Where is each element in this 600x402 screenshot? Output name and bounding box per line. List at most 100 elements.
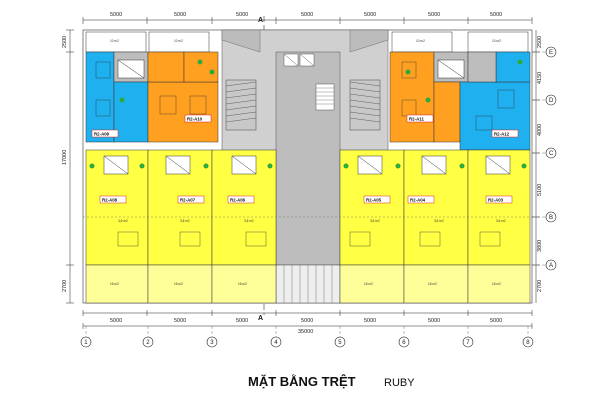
dim-top-2: 5000 [174, 12, 186, 18]
unit-label-a05: R2-A05 [366, 198, 382, 203]
unit-label-a09: R2-A09 [94, 132, 110, 137]
unit-a12-core [467, 51, 497, 83]
unit-a12-top [495, 51, 531, 83]
top-dim-labels: 5000 5000 5000 5000 5000 5000 5000 [110, 12, 502, 18]
dim-bottom-6: 5000 [428, 318, 440, 324]
unit-a09-right-part [113, 81, 149, 143]
col-label-1: 1 [84, 340, 88, 346]
row-gridlines [532, 51, 546, 266]
dim-bottom-7: 5000 [490, 318, 502, 324]
unit-label-a11: R2-A11 [409, 117, 424, 122]
row-label-c: C [549, 151, 554, 157]
shop-area-6: 16 m2 [492, 282, 501, 286]
shop-a04 [403, 264, 469, 304]
col-label-2: 2 [146, 340, 150, 346]
unit-a10-top [147, 51, 185, 83]
col-label-4: 4 [274, 340, 278, 346]
area-top-4: 10 m2 [492, 39, 501, 43]
area-top-1: 10 m2 [110, 39, 119, 43]
room-area-1: 3,6 m2 [118, 219, 128, 223]
unit-label-a10: R2-A10 [187, 117, 203, 122]
row-label-b: B [549, 215, 553, 221]
plant-icons [89, 59, 527, 169]
dim-right-6: 2700 [537, 280, 543, 292]
furniture [95, 61, 515, 247]
shop-area-5: 16 m2 [428, 282, 437, 286]
dim-bottom-2: 5000 [174, 318, 186, 324]
elevator-boxes [283, 53, 315, 67]
shop-a06 [211, 264, 277, 304]
dim-bottom-3: 5000 [236, 318, 248, 324]
unit-a11 [389, 51, 435, 143]
room-area-3: 3,6 m2 [244, 219, 254, 223]
dim-right-2: 4150 [537, 72, 543, 84]
room-area-4: 3,6 m2 [370, 219, 380, 223]
room-area-5: 3,6 m2 [434, 219, 444, 223]
stair-right [349, 79, 381, 131]
dim-left-2: 17000 [62, 150, 68, 165]
row-label-a: A [549, 263, 553, 269]
dim-top-3: 5000 [236, 12, 248, 18]
room-area-2: 3,6 m2 [180, 219, 190, 223]
dim-top-4: 5000 [301, 12, 313, 18]
dim-total: 35000 [298, 329, 313, 335]
stair-left [225, 79, 257, 131]
dim-right-5: 3800 [537, 240, 543, 252]
unit-label-a03: R2-A03 [488, 198, 504, 203]
plan-subtitle: RUBY [384, 377, 415, 389]
area-top-2: 10 m2 [174, 39, 183, 43]
unit-a09-left-part [85, 51, 115, 143]
unit-a11-right [433, 81, 461, 143]
unit-a10 [147, 81, 219, 143]
dim-right-3: 4000 [537, 124, 543, 136]
plan-title: MẶT BẰNG TRỆT [248, 374, 356, 389]
col-label-7: 7 [466, 340, 470, 346]
shop-area-2: 16 m2 [174, 282, 183, 286]
room-area-6: 3,6 m2 [496, 219, 506, 223]
row-label-e: E [549, 50, 553, 56]
top-dimensions [82, 17, 533, 24]
unit-label-a07: R2-A07 [180, 198, 196, 203]
right-dimensions [532, 30, 540, 303]
shop-a07 [147, 264, 213, 304]
unit-label-a08: R2-A08 [102, 198, 118, 203]
shop-area-4: 16 m2 [364, 282, 373, 286]
section-mark-bottom: A [258, 315, 263, 322]
dim-top-6: 5000 [428, 12, 440, 18]
column-gridlines [85, 326, 529, 337]
area-top-3: 10 m2 [416, 39, 425, 43]
core-stair [315, 83, 335, 111]
row-bubbles [545, 46, 557, 271]
bottom-dim-labels: 5000 5000 5000 5000 5000 5000 5000 35000 [110, 318, 502, 335]
shop-a03 [467, 264, 531, 304]
section-mark-top: A [258, 17, 263, 24]
left-dimensions [66, 29, 74, 304]
unit-windows [103, 59, 511, 175]
bottom-dimensions [82, 310, 533, 329]
shop-a08 [85, 264, 149, 304]
unit-a12 [459, 81, 531, 151]
dim-bottom-5: 5000 [364, 318, 376, 324]
dim-top-7: 5000 [490, 12, 502, 18]
corridor-upper-right [349, 29, 389, 53]
col-label-5: 5 [338, 340, 342, 346]
col-label-6: 6 [402, 340, 406, 346]
col-label-8: 8 [526, 340, 530, 346]
col-label-3: 3 [210, 340, 214, 346]
shop-area-3: 16 m2 [238, 282, 247, 286]
unit-label-boxes [91, 114, 519, 204]
row-label-d: D [549, 98, 554, 104]
column-bubbles [80, 336, 534, 348]
unit-label-a06: R2-A06 [230, 198, 246, 203]
shop-area-1: 16 m2 [110, 282, 119, 286]
dim-right-1: 2500 [537, 36, 543, 48]
dim-left-3: 2700 [62, 280, 68, 292]
dim-bottom-1: 5000 [110, 318, 122, 324]
dim-right-4: 5100 [537, 184, 543, 196]
shop-a05 [339, 264, 405, 304]
dim-left-1: 2500 [62, 36, 68, 48]
entrance-steps [275, 264, 341, 304]
unit-a10-top-right [183, 51, 219, 83]
dim-top-1: 5000 [110, 12, 122, 18]
